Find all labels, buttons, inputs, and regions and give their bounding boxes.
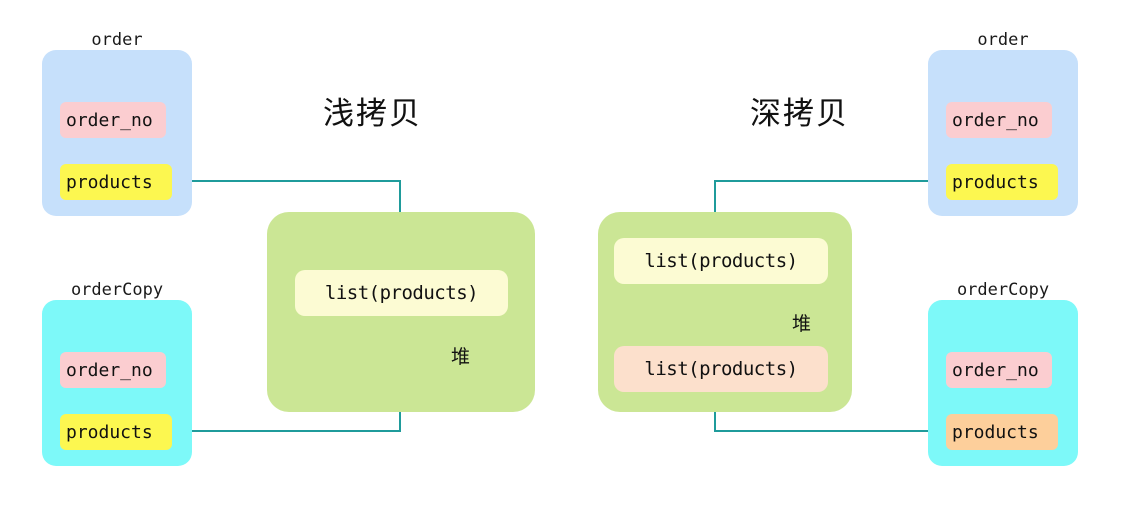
card-shallow-ordercopy[interactable]: order_no products bbox=[42, 300, 192, 466]
heap-shallow: list(products) 堆 bbox=[267, 212, 535, 412]
card-caption-deep-order: order bbox=[977, 30, 1029, 50]
field-shallow-order-products[interactable]: products bbox=[60, 164, 172, 200]
section-title-deep-copy: 深拷贝 bbox=[750, 96, 849, 132]
field-deep-order-products[interactable]: products bbox=[946, 164, 1058, 200]
heap-box-deep-list-0[interactable]: list(products) bbox=[614, 238, 828, 284]
field-deep-order-order-no[interactable]: order_no bbox=[946, 102, 1052, 138]
field-shallow-ordercopy-order-no[interactable]: order_no bbox=[60, 352, 166, 388]
field-deep-ordercopy-products[interactable]: products bbox=[946, 414, 1058, 450]
card-shallow-order[interactable]: order_no products bbox=[42, 50, 192, 216]
field-shallow-ordercopy-products[interactable]: products bbox=[60, 414, 172, 450]
card-caption-deep-ordercopy: orderCopy bbox=[956, 280, 1050, 300]
heap-label-deep: 堆 bbox=[792, 313, 812, 335]
card-caption-shallow-order: order bbox=[91, 30, 143, 50]
heap-label-shallow: 堆 bbox=[451, 346, 471, 368]
field-shallow-order-order-no[interactable]: order_no bbox=[60, 102, 166, 138]
field-deep-ordercopy-order-no[interactable]: order_no bbox=[946, 352, 1052, 388]
card-caption-shallow-ordercopy: orderCopy bbox=[70, 280, 164, 300]
card-deep-ordercopy[interactable]: order_no products bbox=[928, 300, 1078, 466]
heap-box-deep-list-1[interactable]: list(products) bbox=[614, 346, 828, 392]
heap-deep: list(products) 堆 list(products) bbox=[598, 212, 852, 412]
card-deep-order[interactable]: order_no products bbox=[928, 50, 1078, 216]
section-title-shallow-copy: 浅拷贝 bbox=[323, 96, 422, 132]
heap-box-shallow-list-0[interactable]: list(products) bbox=[295, 270, 508, 316]
